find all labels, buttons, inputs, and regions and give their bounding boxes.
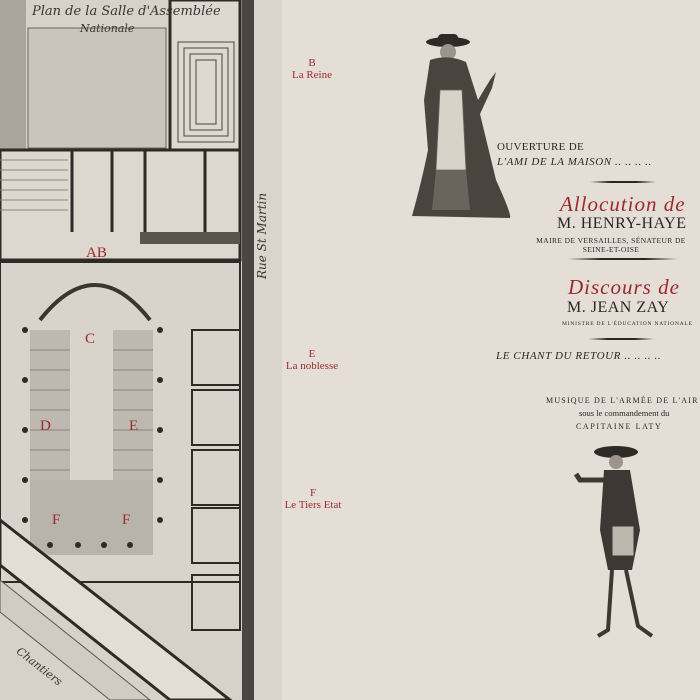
- room-label-f-right: F: [122, 512, 131, 528]
- discours-heading: Discours de: [568, 275, 680, 299]
- margin-label-e: E La noblesse: [282, 348, 342, 372]
- overture-line1: OUVERTURE DE: [497, 141, 584, 153]
- margin-label-text: Le Tiers Etat: [284, 499, 342, 511]
- floor-plan-drawing: [0, 0, 282, 700]
- room-label-d: D: [40, 418, 51, 434]
- musique-conductor: CAPITAINE LATY: [576, 422, 663, 431]
- margin-label-b: B La Reine: [282, 57, 342, 81]
- plan-subtitle: Nationale: [80, 22, 135, 35]
- overture-title: L'AMI DE LA MAISON .. .. .. ..: [497, 156, 652, 168]
- allocution-heading: Allocution de: [560, 192, 686, 216]
- margin-label-text: La noblesse: [285, 360, 339, 372]
- discours-speaker-name: M. JEAN ZAY: [567, 299, 670, 316]
- divider-rule: [588, 338, 654, 340]
- courtier-figure-illustration: [573, 446, 654, 638]
- room-label-e: E: [129, 418, 139, 434]
- musique-line1: MUSIQUE DE L'ARMÉE DE L'AIR: [546, 396, 699, 405]
- divider-rule: [590, 181, 656, 183]
- margin-label-f: F Le Tiers Etat: [278, 487, 348, 511]
- margin-label-text: La Reine: [291, 69, 332, 81]
- chant-du-retour: LE CHANT DU RETOUR .. .. .. ..: [496, 350, 662, 362]
- discours-speaker-role: MINISTRE DE L'ÉDUCATION NATIONALE: [562, 321, 693, 327]
- street-label: Rue St Martin: [255, 192, 269, 279]
- margin-label-letter: B: [308, 57, 316, 69]
- margin-label-letter: E: [308, 348, 316, 360]
- margin-label-letter: F: [309, 487, 317, 499]
- room-label-ab: AB: [86, 245, 107, 261]
- room-label-c: C: [85, 331, 96, 347]
- divider-rule: [568, 258, 678, 260]
- allocution-speaker-role: MAIRE DE VERSAILLES, SÉNATEUR DE SEINE-E…: [536, 236, 686, 254]
- floor-plan-engraving: Plan de la Salle d'Assemblée Nationale R…: [0, 0, 282, 700]
- cardinal-figure-illustration: [412, 34, 511, 218]
- room-label-f-left: F: [52, 512, 61, 528]
- plan-title: Plan de la Salle d'Assemblée: [32, 4, 221, 19]
- allocution-speaker-name: M. HENRY-HAYE: [557, 215, 687, 232]
- musique-line2: sous le commandement du: [579, 408, 670, 418]
